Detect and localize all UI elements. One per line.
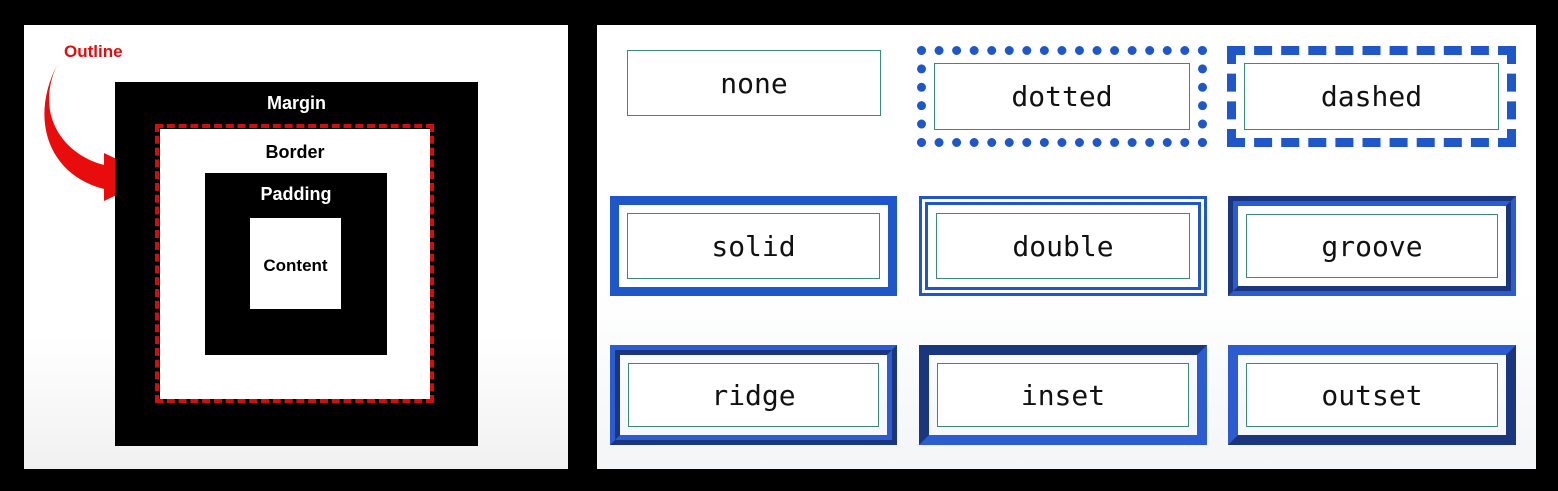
border-style-dashed: dashed xyxy=(1227,46,1516,147)
border-style-none: none xyxy=(627,50,881,116)
border-label: Border xyxy=(265,142,325,162)
border-style-ridge: ridge xyxy=(610,345,897,445)
border-style-label: double xyxy=(936,213,1190,279)
content-label: Content xyxy=(263,256,328,275)
border-style-label: ridge xyxy=(628,363,879,427)
padding-label: Padding xyxy=(260,184,332,204)
border-style-label: groove xyxy=(1246,214,1498,278)
border-style-label: dotted xyxy=(934,63,1190,130)
border-style-groove: groove xyxy=(1228,196,1516,296)
margin-label: Margin xyxy=(266,93,326,113)
box-model-diagram: Outline Margin Border Padding Content xyxy=(24,25,568,469)
border-style-label: solid xyxy=(627,213,880,279)
border-style-inset: inset xyxy=(919,345,1207,445)
border-style-label: dashed xyxy=(1244,63,1499,130)
border-style-double: double xyxy=(919,196,1207,296)
border-style-dotted: dotted xyxy=(917,46,1207,147)
outline-box xyxy=(155,124,434,403)
border-style-solid: solid xyxy=(610,196,897,296)
content-box xyxy=(250,218,341,309)
border-style-outset: outset xyxy=(1228,345,1516,445)
outline-label: Outline xyxy=(64,42,123,61)
border-style-label: outset xyxy=(1246,363,1498,427)
border-style-label: inset xyxy=(937,363,1189,427)
border-styles-panel: none dotted dashed solid double groove r… xyxy=(597,25,1536,469)
border-style-label: none xyxy=(720,66,788,100)
